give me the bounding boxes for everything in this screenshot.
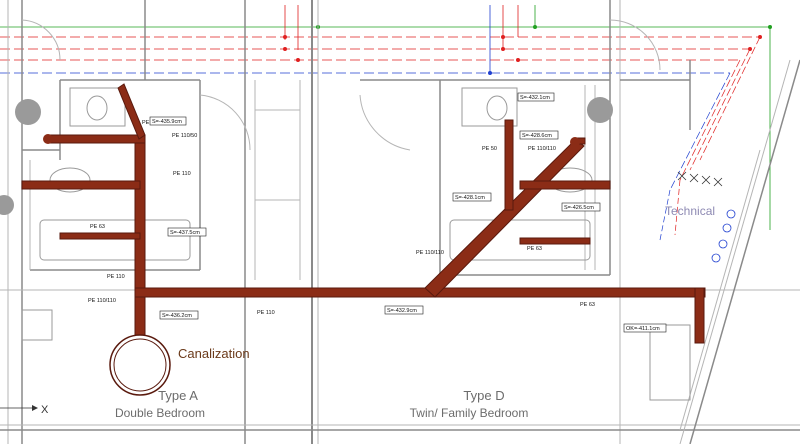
level-tag: OK=-411.1cm: [626, 326, 660, 332]
room-name-a: Double Bedroom: [115, 406, 205, 420]
drain-fitting-icon: [587, 97, 613, 123]
pipe-branch: [47, 134, 146, 144]
toilet: [486, 95, 508, 121]
horizontal-main-pipe: [134, 287, 706, 298]
diag-line: [674, 179, 681, 236]
level-tag: S=-426.5cm: [564, 205, 594, 211]
level-tag: S=-432.9cm: [387, 308, 417, 314]
pipe-label: PE 110: [173, 171, 191, 177]
pipe-label: PE 63: [527, 246, 542, 252]
pipe-branch: [21, 180, 141, 190]
pipe-branch: [117, 83, 146, 140]
level-tag: S=-428.1cm: [455, 195, 485, 201]
room-name-d: Twin/ Family Bedroom: [410, 406, 529, 420]
zone-label: Technical: [665, 204, 715, 218]
pipe-label: PE 110: [107, 274, 125, 280]
axis-x-label: X: [41, 404, 49, 416]
diag-line: [699, 36, 761, 161]
fixtures: [0, 87, 736, 401]
pipe-label: PE 63: [580, 302, 595, 308]
washbasin: [69, 87, 126, 127]
washbasin: [461, 87, 518, 127]
level-tag: S=-435.9cm: [152, 119, 182, 125]
pipe-label: PE 110/110: [528, 146, 556, 152]
sink: [49, 167, 91, 193]
drain-fitting-icon: [0, 195, 14, 215]
pipe-label: PE 50: [482, 146, 497, 152]
pipe-branch: [694, 287, 705, 344]
valve-icons: [677, 171, 723, 187]
level-tag: S=-436.2cm: [162, 313, 192, 319]
pipe-label: PE 50: [142, 120, 157, 126]
pipe-labels: PE 50 PE 110/50 PE 110 PE 63 PE 110 PE 1…: [88, 120, 595, 316]
level-tag: S=-428.6cm: [522, 133, 552, 139]
level-tag: S=-437.5cm: [170, 230, 200, 236]
manhole-circle: [109, 334, 171, 396]
pipe-label: PE 110/110: [88, 298, 116, 304]
kitchen-sink: [649, 324, 691, 401]
cabinet: [21, 309, 53, 341]
valve-dots: [283, 35, 762, 62]
pipe-branch: [59, 232, 141, 240]
diag-line: [679, 59, 741, 181]
pipe-branch: [519, 237, 591, 245]
room-type-d: Type D: [463, 388, 504, 403]
drainage-pipes: [21, 83, 706, 396]
diag-line: [689, 48, 751, 171]
pipe-label: PE 110: [257, 310, 275, 316]
toilet: [86, 95, 108, 121]
service-lines: [0, 5, 772, 241]
level-tag: S=-432.1cm: [520, 95, 550, 101]
pipe-label: PE 63: [90, 224, 105, 230]
level-tags: S=-435.9cm S=-437.5cm S=-436.2cm S=-432.…: [149, 92, 667, 333]
pipe-branch: [519, 180, 611, 190]
diagram-title: Canalization: [178, 346, 250, 361]
outlet-icons: [711, 209, 736, 263]
bathtub: [39, 219, 191, 261]
pipe-branch: [504, 119, 514, 211]
drain-fitting-icon: [15, 99, 41, 125]
manhole-circle-inner: [113, 338, 167, 392]
room-type-a: Type A: [158, 388, 198, 403]
pipe-label: PE 110/110: [416, 250, 444, 256]
pipe-fitting: [570, 137, 580, 147]
axis-marker: X: [0, 404, 49, 416]
pipe-label: PE 110/50: [172, 133, 197, 139]
pipe-fitting: [43, 134, 53, 144]
